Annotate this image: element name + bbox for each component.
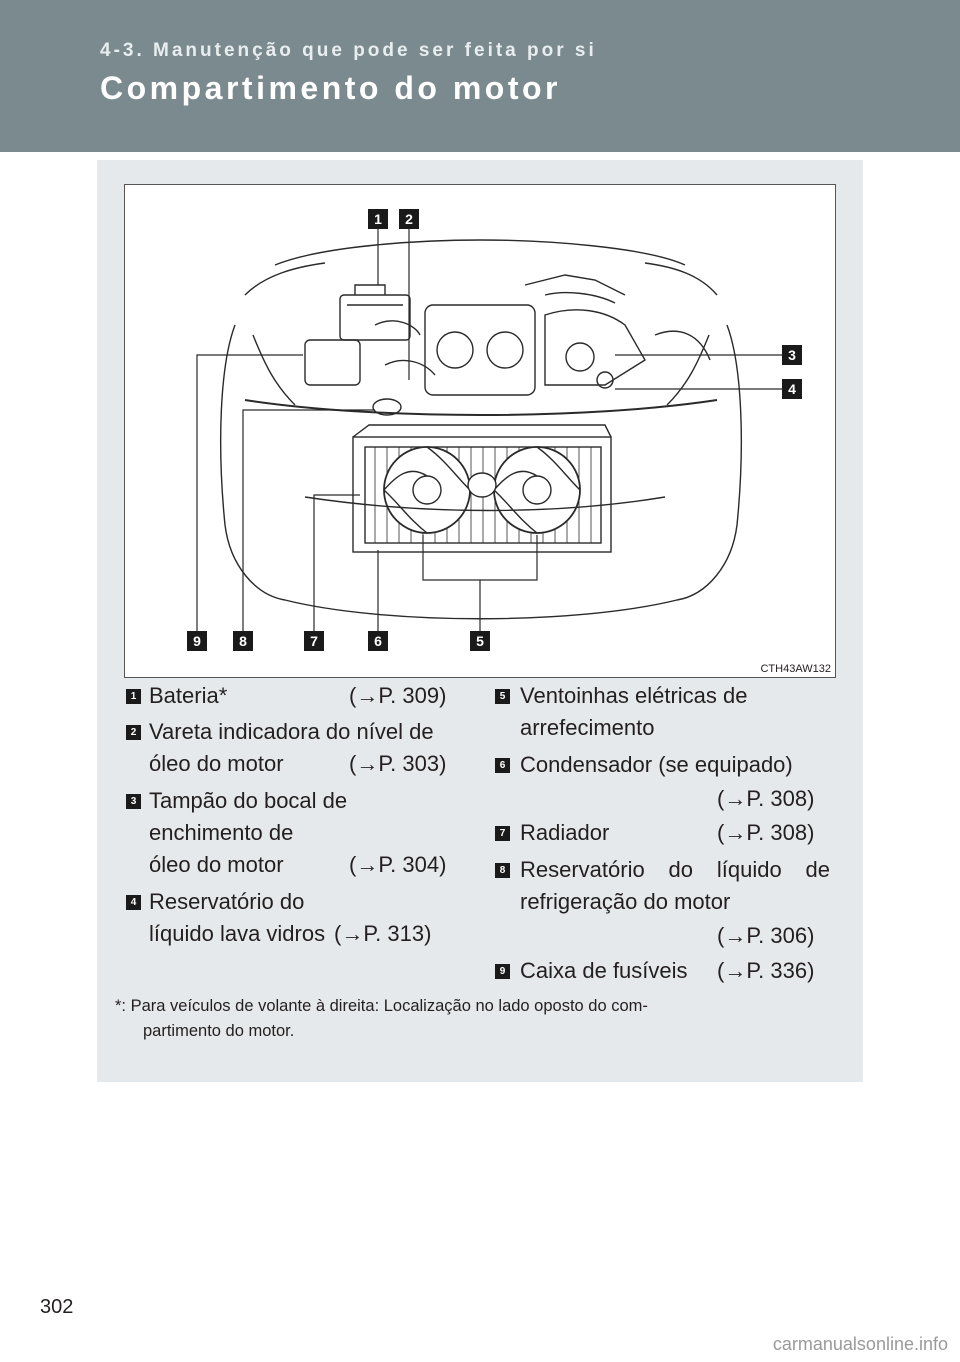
bullet-2: 2 [126, 725, 141, 740]
legend-text: Reservatório do líquido de [520, 857, 830, 882]
page-ref: (→P. 306) [717, 923, 815, 948]
legend-text: Ventoinhas elétricas de [520, 683, 748, 708]
callout-4: 4 [782, 379, 802, 399]
bullet-3: 3 [126, 794, 141, 809]
page-ref: (→P. 336) [717, 958, 815, 983]
watermark: carmanualsonline.info [772, 1334, 948, 1354]
legend-text: Tampão do bocal de [149, 788, 348, 813]
page-ref: (→P. 309) [349, 683, 447, 708]
callout-5: 5 [470, 631, 490, 651]
legend-text: enchimento de [149, 820, 294, 845]
callout-1: 1 [368, 209, 388, 229]
page-ref: (→P. 308) [717, 786, 815, 811]
page-number: 302 [40, 1296, 74, 1318]
bullet-5: 5 [495, 689, 510, 704]
bullet-8: 8 [495, 863, 510, 878]
engine-compartment-figure: 1 2 3 4 9 8 7 6 5 CTH43AW132 [124, 184, 836, 678]
legend-text: Vareta indicadora do nível de [149, 719, 434, 744]
legend-text: Condensador (se equipado) [520, 752, 793, 777]
callout-9: 9 [187, 631, 207, 651]
legend-text: Bateria* [149, 683, 228, 708]
page-title: Compartimento do motor [100, 70, 561, 106]
section-heading: 4-3. Manutenção que pode ser feita por s… [100, 40, 597, 61]
page-ref: (→P. 303) [349, 751, 447, 776]
page-ref: (→P. 308) [717, 820, 815, 845]
legend-text: óleo do motor [149, 751, 284, 776]
bullet-1: 1 [126, 689, 141, 704]
callout-6: 6 [368, 631, 388, 651]
footnote-line-1: *: Para veículos de volante à direita: L… [115, 997, 648, 1015]
legend-text: óleo do motor [149, 852, 284, 877]
engine-illustration [196, 229, 783, 631]
footnote: *: Para veículos de volante à direita: L… [115, 994, 831, 1044]
callout-2: 2 [399, 209, 419, 229]
page-ref: (→P. 304) [349, 852, 447, 877]
page-ref: (→P. 313) [334, 921, 432, 946]
bullet-9: 9 [495, 964, 510, 979]
legend-text: Caixa de fusíveis [520, 958, 688, 983]
footnote-line-2: partimento do motor. [143, 1022, 295, 1040]
bullet-4: 4 [126, 895, 141, 910]
legend-text: Radiador [520, 820, 610, 845]
legend-text: Reservatório do [149, 889, 305, 914]
legend-text: refrigeração do motor [520, 889, 731, 914]
bullet-7: 7 [495, 826, 510, 841]
callout-3: 3 [782, 345, 802, 365]
figure-code: CTH43AW132 [760, 663, 831, 675]
callout-7: 7 [304, 631, 324, 651]
legend-text: arrefecimento [520, 715, 655, 740]
legend-text: líquido lava vidros [149, 921, 326, 946]
callout-8: 8 [233, 631, 253, 651]
bullet-6: 6 [495, 758, 510, 773]
header-bar: 4-3. Manutenção que pode ser feita por s… [0, 0, 960, 152]
